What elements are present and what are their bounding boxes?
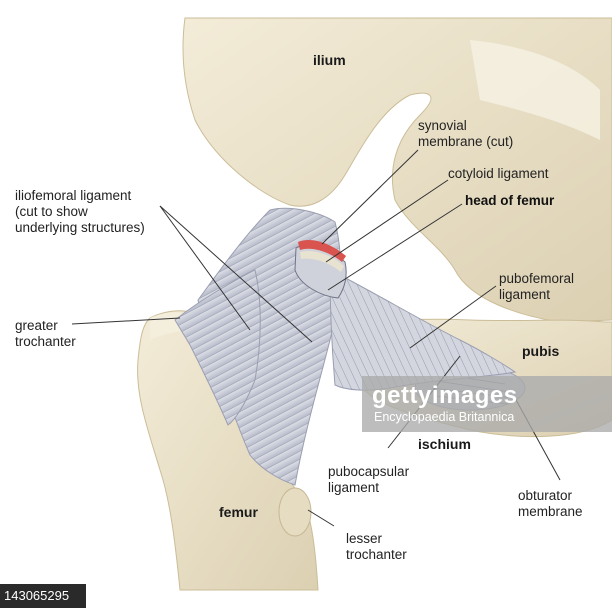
head-of-femur-label: head of femur	[465, 193, 555, 208]
ischium-label: ischium	[418, 436, 471, 452]
iliofemoral-ligament-label: iliofemoral ligament (cut to show underl…	[15, 188, 145, 235]
pubis-label: pubis	[522, 343, 560, 359]
femur-label: femur	[219, 504, 258, 520]
lesser-trochanter-shape	[278, 487, 312, 537]
cotyloid-ligament-shape	[300, 250, 344, 272]
greater-trochanter-label: greater trochanter	[15, 318, 76, 349]
cotyloid-ligament-label: cotyloid ligament	[448, 166, 549, 181]
watermark-credit: Encyclopaedia Britannica	[374, 410, 515, 424]
pubofemoral-ligament-label: pubofemoral ligament	[499, 271, 575, 302]
synovial-membrane-label: synovial membrane (cut)	[418, 118, 514, 149]
obturator-membrane-label: obturator membrane	[518, 488, 583, 519]
stock-id-background	[0, 584, 86, 608]
pubocapsular-ligament-label: pubocapsular ligament	[328, 464, 410, 495]
stock-id: 143065295	[4, 588, 70, 603]
ilium-label: ilium	[313, 52, 346, 68]
leader-lines	[71, 149, 561, 527]
iliofemoral-left-band	[174, 269, 261, 426]
watermark-bar	[362, 376, 612, 432]
synovial-membrane-cut	[298, 239, 346, 262]
pelvis-highlight	[470, 40, 600, 140]
watermark-logo: gettyimages	[372, 382, 518, 409]
lesser-trochanter-label: lesser trochanter	[346, 531, 407, 562]
